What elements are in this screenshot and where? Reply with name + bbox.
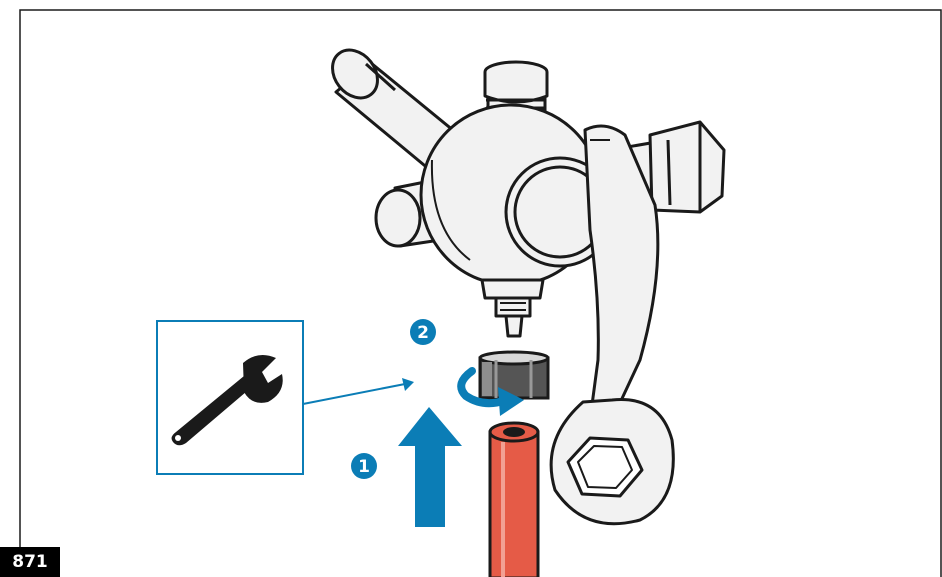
hex-nut: [480, 352, 548, 398]
step-2-label: 2: [417, 323, 429, 343]
tool-inset-box: [157, 321, 414, 474]
valve-stem: [482, 280, 543, 336]
figure-border: [20, 10, 941, 577]
figure-number: 871: [0, 547, 60, 577]
step-1-label: 1: [358, 457, 370, 477]
callout-line: [303, 384, 405, 404]
red-hose: [490, 423, 538, 577]
step-2-marker: 2: [410, 319, 436, 345]
up-arrow: [398, 407, 462, 527]
step-1-marker: 1: [351, 453, 377, 479]
